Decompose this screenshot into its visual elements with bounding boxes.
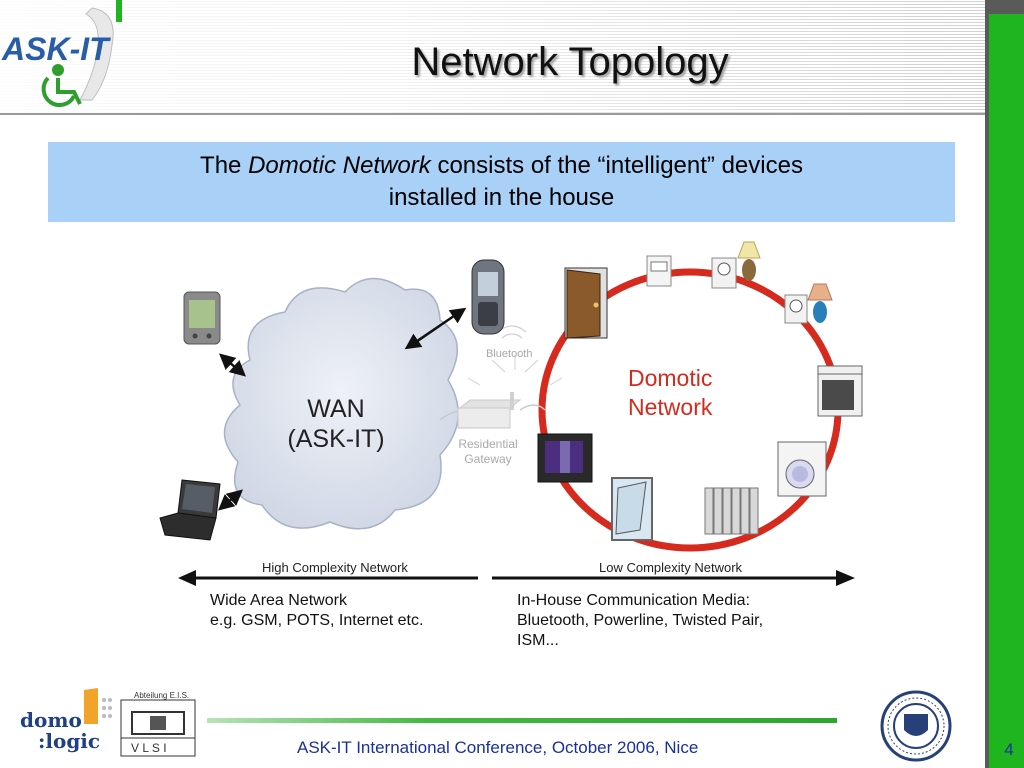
wan-desc-line2: e.g. GSM, POTS, Internet etc. — [210, 612, 424, 629]
inhouse-line3: ISM... — [517, 632, 559, 649]
domotic-label: Domotic Network — [628, 364, 748, 422]
gateway-label: Residential Gateway — [448, 437, 528, 467]
domotic-label-line2: Network — [628, 394, 713, 420]
definition-banner — [48, 142, 955, 222]
connection-arrows — [217, 307, 467, 511]
high-complexity-arrow — [178, 570, 478, 586]
page-number: 4 — [1004, 740, 1014, 759]
bluetooth-label: Bluetooth — [486, 348, 533, 360]
banner-text-part2: consists of the “intelligent” devices — [430, 152, 803, 179]
gateway-label-line2: Gateway — [464, 452, 512, 466]
header-divider — [0, 113, 985, 115]
gateway-label-line1: Residential — [458, 437, 518, 451]
definition-text: The Domotic Network consists of the “int… — [48, 150, 955, 214]
inhouse-line1: In-House Communication Media: — [517, 592, 750, 609]
pda-icon — [183, 291, 221, 345]
high-complexity-label: High Complexity Network — [262, 560, 408, 575]
wan-label-line1: WAN — [307, 395, 365, 423]
wan-label: WAN (ASK-IT) — [268, 394, 404, 454]
footer-text: ASK-IT International Conference, October… — [297, 738, 699, 757]
banner-text-line2: installed in the house — [388, 184, 615, 211]
slide-title: Network Topology — [411, 40, 729, 84]
domotic-label-line1: Domotic — [628, 365, 713, 391]
inhouse-description: In-House Communication Media: Bluetooth,… — [517, 591, 763, 651]
door-icon — [564, 267, 608, 339]
footer-divider — [207, 718, 837, 723]
wan-cloud — [223, 277, 459, 530]
banner-emphasis: Domotic Network — [248, 152, 431, 179]
wan-label-line2: (ASK-IT) — [287, 425, 385, 453]
window-icon — [611, 477, 653, 541]
washing-machine-icon — [777, 441, 827, 497]
stove-icon — [817, 365, 863, 417]
low-complexity-arrow — [492, 570, 855, 586]
low-complexity-label: Low Complexity Network — [599, 560, 743, 575]
logo-accent — [116, 0, 122, 22]
banner-text-part1: The — [200, 152, 249, 179]
radiator-icon — [704, 487, 759, 535]
router-icon — [457, 355, 563, 429]
wan-description: Wide Area Network e.g. GSM, POTS, Intern… — [210, 591, 423, 631]
switch-icon — [646, 255, 672, 287]
laptop-icon — [159, 479, 221, 541]
wan-desc-line1: Wide Area Network — [210, 592, 347, 609]
header-fade — [0, 0, 985, 113]
inhouse-line2: Bluetooth, Powerline, Twisted Pair, — [517, 612, 764, 629]
side-bar — [989, 14, 1024, 768]
socket-icon — [711, 257, 808, 324]
lamp-icon — [737, 241, 833, 323]
mobile-phone-icon — [471, 259, 505, 335]
tv-icon — [537, 433, 593, 483]
